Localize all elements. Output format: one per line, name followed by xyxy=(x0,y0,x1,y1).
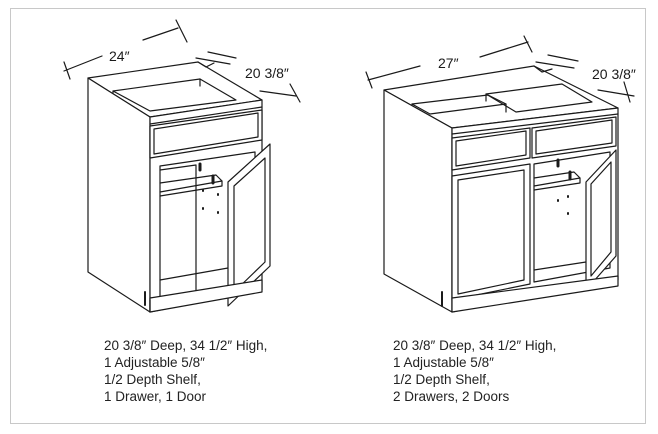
cabinet-1-drawing xyxy=(63,19,301,313)
width-dimension-label: 24″ xyxy=(109,48,130,64)
caption-line: 20 3/8″ Deep, 34 1/2″ High, xyxy=(393,338,557,353)
caption-line: 1 Adjustable 5/8″ xyxy=(104,355,205,370)
cabinet-side-panel xyxy=(383,89,453,313)
cabinet-interior xyxy=(533,151,611,283)
cabinet-1-caption: 20 3/8″ Deep, 34 1/2″ High, 1 Adjustable… xyxy=(104,337,267,405)
caption-line: 1 Drawer, 1 Door xyxy=(104,389,207,404)
figure-frame xyxy=(10,8,646,424)
cabinet-2-drawing xyxy=(365,35,635,313)
caption-line: 2 Drawers, 2 Doors xyxy=(393,389,510,404)
depth-dimension-line xyxy=(535,54,635,103)
drawer-front-right xyxy=(531,116,617,159)
depth-dimension-label: 20 3/8″ xyxy=(245,65,289,81)
toe-kick xyxy=(441,275,619,313)
cabinet-side-panel xyxy=(87,77,151,313)
door-left xyxy=(451,163,531,301)
depth-dimension-line xyxy=(195,51,301,103)
depth-dimension-label: 20 3/8″ xyxy=(592,66,636,82)
width-dimension-line xyxy=(63,19,188,80)
toe-kick xyxy=(144,279,263,313)
door-open-right xyxy=(585,149,617,291)
width-dimension-label: 27″ xyxy=(438,55,459,71)
caption-line: 1 Adjustable 5/8″ xyxy=(393,355,494,370)
caption-line: 1/2 Depth Shelf, xyxy=(393,372,490,387)
door-open xyxy=(227,143,271,307)
caption-line: 20 3/8″ Deep, 34 1/2″ High, xyxy=(104,338,268,353)
width-dimension-line xyxy=(365,35,533,89)
caption-line: 1/2 Depth Shelf, xyxy=(104,372,201,387)
cabinet-2-caption: 20 3/8″ Deep, 34 1/2″ High, 1 Adjustable… xyxy=(393,337,556,405)
cabinet-2-panel: 27″ 20 3/8″ 20 3/8″ Deep, 34 1/2″ High, … xyxy=(330,0,658,434)
drawer-front-left xyxy=(451,127,531,171)
drawer-front xyxy=(149,109,263,159)
cabinet-1-panel: 24″ 20 3/8″ 20 3/8″ Deep, 34 1/2″ High, … xyxy=(63,19,301,405)
